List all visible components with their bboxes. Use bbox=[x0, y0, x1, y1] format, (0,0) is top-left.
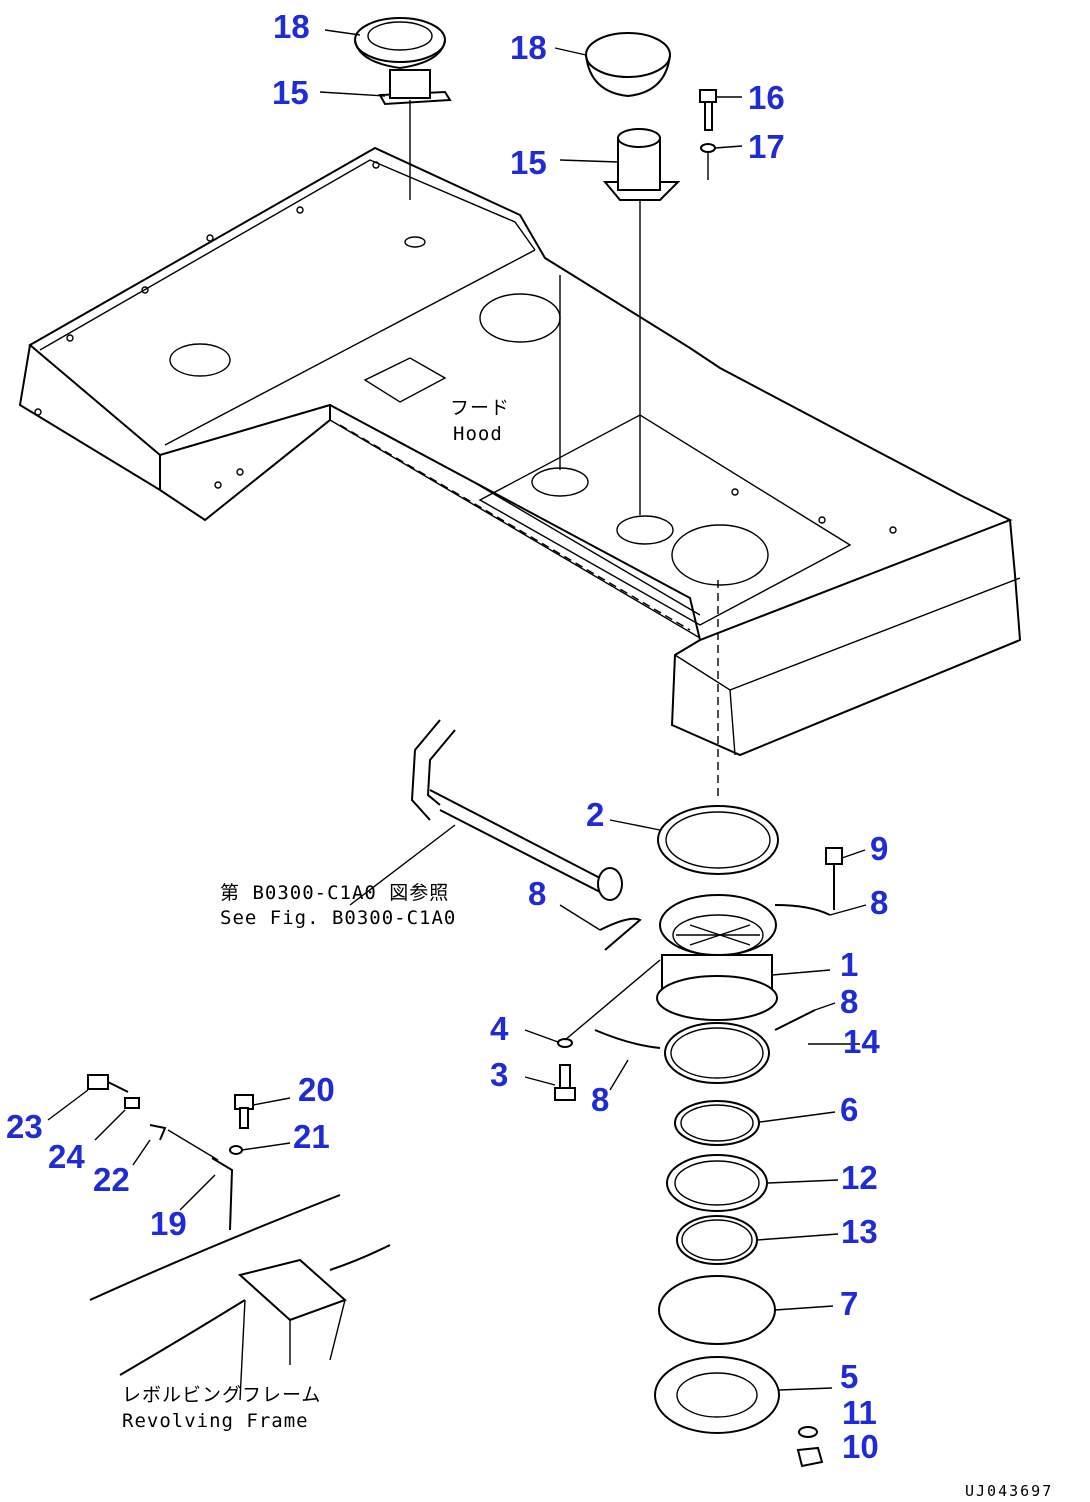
see-fig-label-jp: 第 B0300-C1A0 図参照 bbox=[220, 882, 450, 904]
callout-18-right: 18 bbox=[510, 29, 547, 66]
hood-drawing bbox=[18, 146, 1022, 757]
callout-19: 19 bbox=[150, 1205, 187, 1242]
callout-8-upper-right: 8 bbox=[870, 884, 889, 921]
callout-15-left: 15 bbox=[272, 74, 309, 111]
hood-label-jp: フード bbox=[450, 397, 511, 419]
callout-24: 24 bbox=[48, 1138, 85, 1175]
callout-1: 1 bbox=[840, 946, 859, 983]
callout-2: 2 bbox=[586, 796, 605, 833]
pipe-drawing bbox=[349, 719, 623, 906]
callout-22: 22 bbox=[93, 1161, 130, 1198]
revolving-frame-label-jp: レボルビングフレーム bbox=[122, 1384, 322, 1406]
callout-5: 5 bbox=[840, 1358, 859, 1395]
callout-8-lower: 8 bbox=[591, 1081, 610, 1118]
revolving-frame-label-en: Revolving Frame bbox=[122, 1410, 309, 1432]
callout-20: 20 bbox=[298, 1071, 335, 1108]
bracket-detail bbox=[87, 1074, 391, 1401]
callout-14: 14 bbox=[843, 1023, 880, 1060]
callout-13: 13 bbox=[841, 1213, 878, 1250]
callout-11: 11 bbox=[842, 1394, 877, 1431]
callout-8-mid-right: 8 bbox=[840, 983, 859, 1020]
see-fig-label-en: See Fig. B0300-C1A0 bbox=[220, 907, 457, 929]
callout-23: 23 bbox=[6, 1108, 43, 1145]
callout-4: 4 bbox=[490, 1010, 509, 1047]
callout-17: 17 bbox=[748, 128, 785, 165]
leader-lines bbox=[47, 29, 867, 1391]
callout-21: 21 bbox=[293, 1118, 330, 1155]
drawing-id: UJ043697 bbox=[965, 1482, 1054, 1500]
hood-label-en: Hood bbox=[453, 423, 503, 445]
top-parts bbox=[354, 17, 719, 800]
callout-15-right: 15 bbox=[510, 144, 547, 181]
callout-3: 3 bbox=[490, 1056, 509, 1093]
lower-stack bbox=[554, 805, 843, 1468]
callout-9: 9 bbox=[870, 830, 889, 867]
callout-10: 10 bbox=[842, 1428, 879, 1465]
callout-8-upper-left: 8 bbox=[528, 875, 547, 912]
callout-7: 7 bbox=[840, 1285, 859, 1322]
callout-18-left: 18 bbox=[273, 8, 310, 45]
callout-6: 6 bbox=[840, 1091, 859, 1128]
callout-12: 12 bbox=[841, 1159, 878, 1196]
callout-16: 16 bbox=[748, 79, 785, 116]
